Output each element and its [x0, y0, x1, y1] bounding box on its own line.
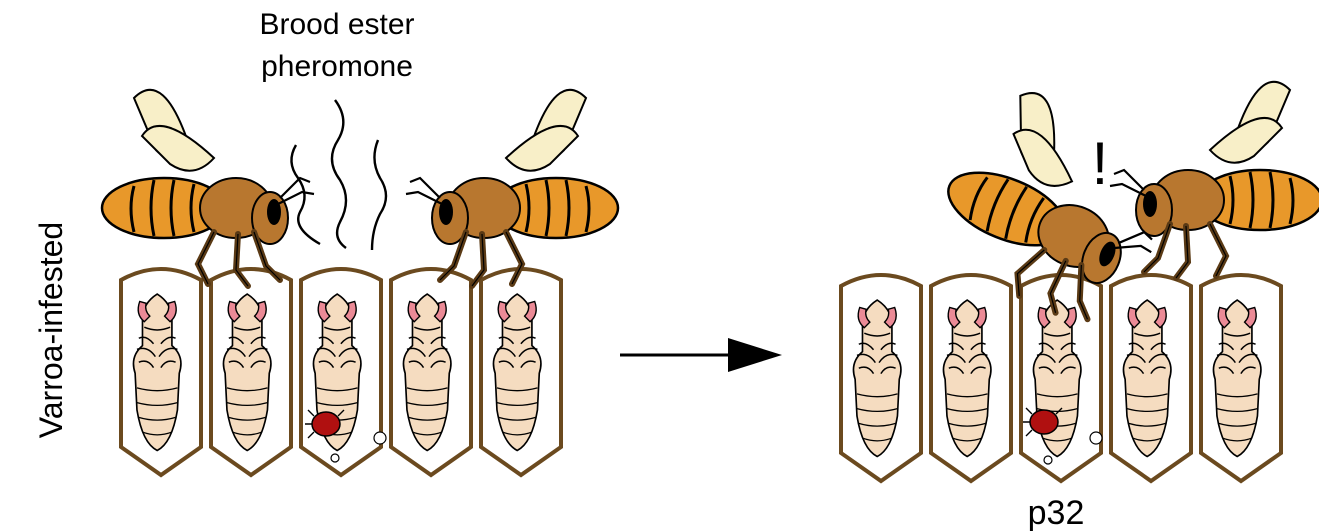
- bee-pupa-icon: [1123, 300, 1170, 456]
- bee-pupa-icon: [133, 294, 180, 450]
- pheromone-waves-icon: [291, 100, 386, 250]
- bee-pupa-icon: [943, 300, 990, 456]
- mite-egg-icon: [1090, 432, 1102, 444]
- honeybee-icon: [406, 90, 618, 286]
- bee-pupa-icon: [853, 300, 900, 456]
- right-arrow-icon: [620, 338, 782, 372]
- pheromone-label-line2: pheromone: [261, 50, 413, 83]
- alert-mark: !: [1092, 130, 1109, 197]
- bee-pupa-icon: [403, 294, 450, 450]
- pheromone-label-line1: Brood ester: [259, 8, 414, 41]
- mite-egg-icon: [1044, 456, 1052, 464]
- bee-pupa-icon: [1213, 300, 1260, 456]
- p32-label: p32: [1028, 494, 1085, 532]
- mite-egg-icon: [374, 432, 386, 444]
- bee-pupa-icon: [223, 294, 270, 450]
- side-label: Varroa-infested: [33, 222, 69, 438]
- bee-pupa-icon: [493, 294, 540, 450]
- honeybee-icon: [102, 90, 314, 286]
- mite-egg-icon: [331, 454, 339, 462]
- honeybee-icon: [1110, 82, 1319, 278]
